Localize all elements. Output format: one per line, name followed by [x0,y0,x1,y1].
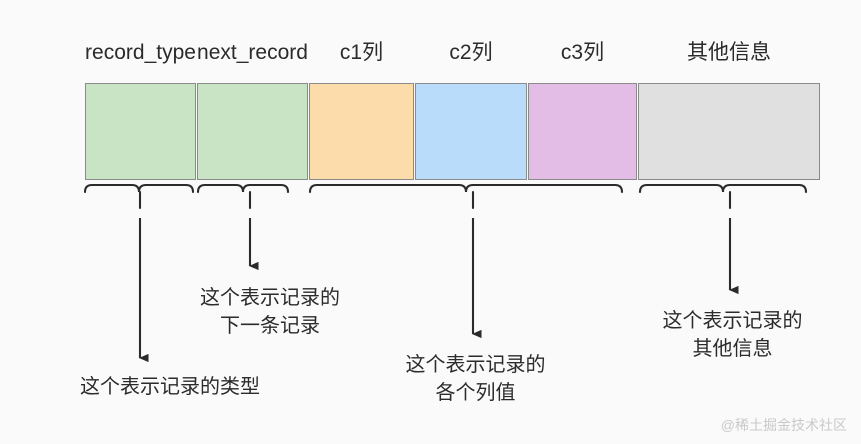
annotation-column-values: 这个表示记录的 各个列值 [405,354,546,404]
segment-box-record-type [85,83,196,180]
brace-columns [308,183,624,194]
segment-header-other-info: 其他信息 [687,41,771,64]
brace-other-info [638,183,808,194]
annotation-next-record: 这个表示记录的 下一条记录 [200,287,340,337]
watermark: @稀土掘金技术社区 [720,417,847,433]
segment-header-c3: c3列 [560,41,605,64]
segment-box-c2 [415,83,527,180]
segment-header-record-type: record_type [85,41,196,64]
segment-header-next-record: next_record [197,41,308,64]
annotation-other-info: 这个表示记录的 其他信息 [662,310,803,360]
brace-next-record [196,183,290,194]
segment-box-next-record [197,83,308,180]
annotation-record-type: 这个表示记录的类型 [80,376,260,398]
segment-box-c3 [528,83,637,180]
segment-header-c2: c2列 [449,41,493,64]
segment-header-c1: c1列 [339,41,384,64]
segment-box-other-info [638,83,820,180]
brace-record-type [83,183,195,194]
segment-box-c1 [309,83,414,180]
